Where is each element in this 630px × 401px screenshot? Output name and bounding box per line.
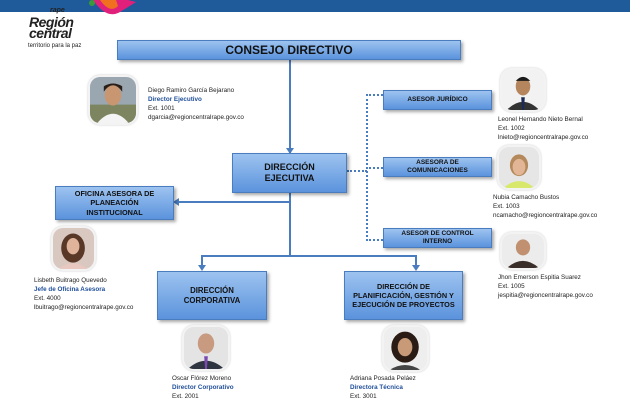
dotted-connector <box>366 167 383 169</box>
person-info-leonel: Leonel Hernando Nieto Bernal Ext. 1002 l… <box>498 116 589 141</box>
connector-line <box>201 255 203 267</box>
logo-tagline: territorio para la paz <box>28 43 82 49</box>
connector-line <box>176 201 290 203</box>
box-direccion-corporativa[interactable]: DIRECCIÓN CORPORATIVA <box>157 271 267 320</box>
connector-line <box>415 255 417 267</box>
email-link[interactable]: ncamacho@regioncentralrape.gov.co <box>493 212 598 219</box>
email-link[interactable]: lbuitrago@regioncentralrape.gov.co <box>34 304 134 311</box>
email-link[interactable]: jespitia@regioncentralrape.gov.co <box>498 292 593 299</box>
connector-line <box>289 60 291 153</box>
dotted-connector <box>347 170 367 172</box>
person-info-nubia: Nubia Camacho Bustos Ext. 1003 ncamacho@… <box>493 193 601 220</box>
logo-line-2: Región central <box>29 14 74 41</box>
region-central-logo: rape Región central territorio para la p… <box>28 0 136 52</box>
box-oficina-planeacion[interactable]: OFICINA ASESORA DE PLANEACIÓN INSTITUCIO… <box>55 186 174 220</box>
person-info-adriana: Adriana Posada Peláez Directora Técnica … <box>350 375 416 400</box>
box-consejo-directivo[interactable]: CONSEJO DIRECTIVO <box>117 40 461 60</box>
email-link[interactable]: lnieto@regioncentralrape.gov.co <box>498 134 589 141</box>
arrow-head <box>198 265 206 271</box>
arrow-head <box>412 265 420 271</box>
person-info-diego: Diego Ramiro García Bejarano Director Ej… <box>148 87 244 121</box>
photo-diego <box>88 75 138 125</box>
logo-line-1: rape <box>50 7 65 14</box>
email-link[interactable]: dgarcia@regioncentralrape.gov.co <box>148 114 244 121</box>
arrow-head <box>286 148 294 154</box>
box-asesor-control-interno[interactable]: ASESOR DE CONTROL INTERNO <box>383 228 492 248</box>
photo-oscar <box>182 325 230 371</box>
photo-nubia <box>497 145 541 190</box>
photo-lisbeth <box>51 226 96 271</box>
bird-logo-icon <box>89 0 136 15</box>
person-info-jhon: Jhon Emerson Espitia Suarez Ext. 1005 je… <box>498 274 593 299</box>
top-banner <box>0 0 630 12</box>
box-asesor-juridico[interactable]: ASESOR JURÍDICO <box>383 90 492 110</box>
person-info-lisbeth: Lisbeth Buitrago Quevedo Jefe de Oficina… <box>34 277 134 311</box>
arrow-head <box>173 198 179 206</box>
connector-line <box>289 193 291 257</box>
box-direccion-ejecutiva[interactable]: DIRECCIÓN EJECUTIVA <box>232 153 347 193</box>
person-info-oscar: Oscar Flórez Moreno Director Corporativo… <box>172 375 234 400</box>
photo-adriana <box>382 325 429 372</box>
box-direccion-planificacion[interactable]: DIRECCIÓN DE PLANIFICACIÓN, GESTIÓN Y EJ… <box>344 271 463 320</box>
photo-jhon <box>500 232 546 270</box>
connector-line <box>201 255 417 257</box>
photo-leonel <box>500 68 546 112</box>
box-asesora-comunicaciones[interactable]: ASESORA DE COMUNICACIONES <box>383 157 492 177</box>
